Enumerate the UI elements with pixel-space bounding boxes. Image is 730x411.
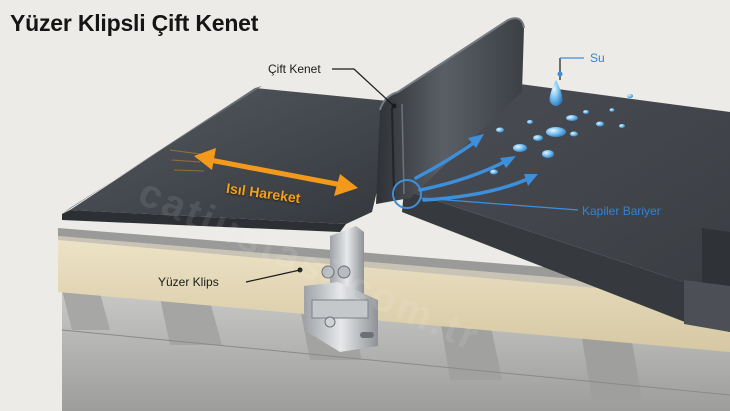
water-arrow-heads [468, 134, 538, 186]
insulation-layer [58, 228, 730, 352]
label-double-seam: Çift Kenet [268, 62, 321, 76]
label-capillary-barrier: Kapiler Bariyer [582, 204, 661, 218]
thermal-movement-arrow [169, 148, 358, 196]
water-drops [490, 80, 633, 175]
floating-clip [304, 226, 378, 352]
label-water: Su [590, 51, 605, 65]
double-standing-seam [376, 17, 525, 205]
right-roof-panel [402, 84, 730, 332]
left-roof-panel [62, 86, 398, 232]
diagram-title: Yüzer Klipsli Çift Kenet [10, 10, 259, 36]
label-floating-clip: Yüzer Klips [158, 275, 219, 289]
capillary-barrier-marker [392, 179, 579, 211]
